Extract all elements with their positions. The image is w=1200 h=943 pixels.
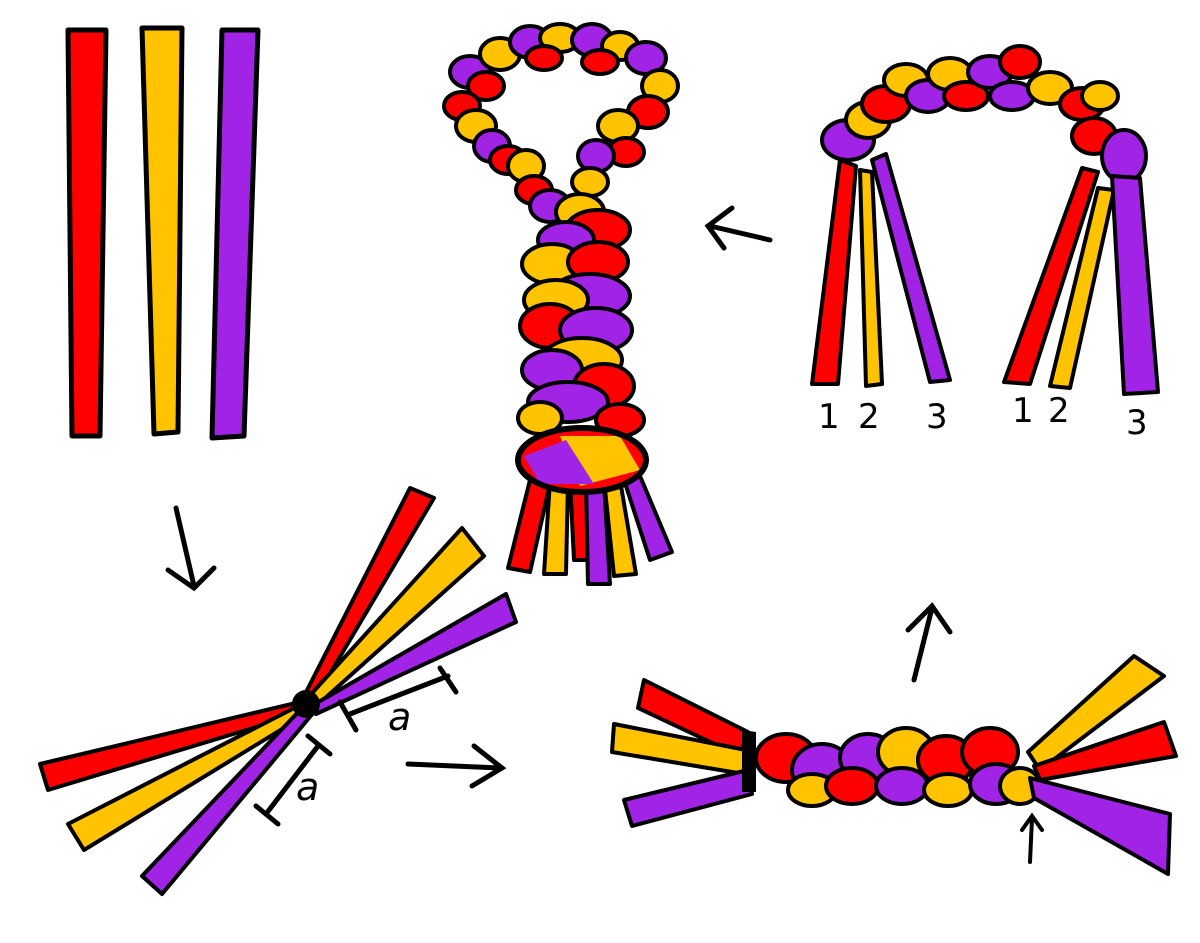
dimension-label-upper: a — [388, 695, 411, 739]
step-3-braided-segment — [610, 654, 1178, 876]
right-purple-leg — [1110, 174, 1160, 396]
left-red-leg — [810, 158, 858, 386]
purple-tail-right — [1028, 776, 1172, 876]
tie-knot — [292, 690, 320, 718]
left-yellow-leg — [858, 168, 884, 388]
loop-ring — [442, 22, 680, 224]
left-binding — [742, 730, 756, 792]
left-strand-2-label: 2 — [858, 397, 880, 437]
step-5-finished-loop — [442, 22, 680, 586]
right-yellow-leg — [1048, 186, 1116, 390]
right-strand-1-label: 1 — [1012, 391, 1034, 431]
left-strand-3-label: 3 — [926, 397, 948, 437]
arrow-left-icon — [704, 205, 773, 251]
right-red-leg — [1002, 166, 1100, 386]
purple-tail-left — [622, 768, 754, 828]
step-1-three-strands — [65, 25, 261, 441]
left-purple-leg — [870, 152, 952, 384]
right-strand-3-label: 3 — [1126, 403, 1148, 443]
left-strand-1-label: 1 — [818, 397, 840, 437]
arrow-up-icon — [905, 602, 953, 683]
arrow-right-icon — [405, 743, 507, 789]
step-2-tied-strands: a a — [38, 486, 518, 896]
step-4-arched-braid: 1 2 3 1 2 3 — [810, 44, 1160, 443]
red-strand — [65, 27, 109, 439]
dimension-label-lower: a — [296, 765, 319, 809]
dimension-mark-upper — [337, 665, 459, 733]
bound-wrap — [515, 425, 649, 495]
small-arrow-up-icon — [1020, 812, 1044, 864]
handle-coils — [516, 192, 646, 438]
dimension-mark-lower — [253, 733, 333, 827]
arrow-down-icon — [165, 505, 217, 592]
braid-body — [754, 726, 1042, 808]
red-tail-right — [1032, 720, 1178, 782]
yellow-strand — [139, 25, 185, 437]
arch-braid — [820, 44, 1148, 184]
purple-strand — [209, 27, 261, 441]
right-strand-2-label: 2 — [1048, 391, 1070, 431]
